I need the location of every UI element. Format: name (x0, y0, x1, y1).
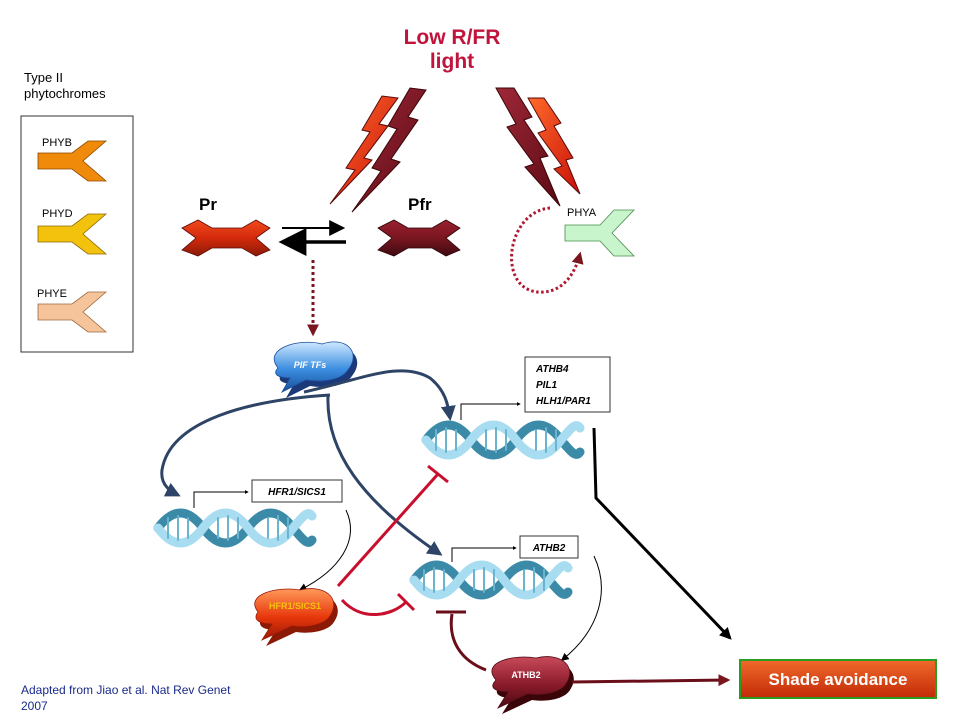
gene-pil1: PIL1 (536, 380, 558, 391)
hfr1-expression-arrow (298, 509, 351, 591)
athb2-promoter-arrow (451, 546, 517, 562)
athb2-bubble (491, 656, 574, 714)
title-line-1: Low R/FR (404, 26, 501, 49)
hfr1-sics1-bubble (254, 588, 338, 646)
inhibition-bar (396, 592, 416, 612)
phyd-receptor-icon (37, 213, 108, 255)
hfr1-sics1-bubble-label: HFR1/SICS1 (269, 601, 321, 611)
athb2-to-shade-arrow (571, 674, 731, 687)
phyb-receptor-icon (37, 140, 108, 182)
athb2-bubble-label: ATHB2 (511, 670, 540, 680)
pr-receptor-icon (181, 219, 271, 257)
title-line-2: light (430, 50, 474, 73)
phye-label: PHYE (37, 288, 67, 300)
hfr1-gene-box (251, 479, 343, 503)
phya-label: PHYA (567, 207, 597, 219)
light-bolt-icon (329, 87, 581, 213)
pif-to-hfr1-arrow (160, 393, 331, 497)
phya-receptor-icon (564, 209, 635, 257)
citation-line-2: 2007 (21, 699, 48, 713)
top-genes-box (524, 356, 611, 413)
pif-to-top-genes-arrow (303, 369, 456, 421)
shade-avoidance-label: Shade avoidance (769, 670, 908, 689)
athb2-autorepression (449, 613, 487, 672)
hfr1-promoter-arrow (193, 490, 249, 508)
pr-label: Pr (199, 195, 217, 214)
top-genes-to-shade-arrow (592, 427, 732, 640)
type-ii-box (20, 115, 134, 353)
athb2-gene-box (519, 535, 579, 559)
pfr-label: Pfr (408, 195, 432, 214)
phye-receptor-icon (37, 291, 108, 333)
dna-helix-icon (409, 560, 573, 600)
dna-helix-icon (153, 508, 317, 548)
inhibition-bar (427, 464, 449, 484)
athb2-expression-arrow (560, 555, 602, 661)
pif-tfs-label: PIF TFs (294, 360, 327, 370)
dna-helix-icon (421, 420, 585, 460)
gene-athb2: ATHB2 (532, 543, 566, 554)
gene-hfr1-sics1: HFR1/SICS1 (268, 487, 326, 498)
phya-cycle-arrow (510, 206, 584, 294)
type-ii-label-1: Type II (24, 70, 63, 85)
hfr1-inhibits-athb2 (340, 598, 408, 616)
pif-to-athb2-arrow (326, 395, 443, 556)
shade-avoidance-box (739, 659, 937, 699)
phyb-label: PHYB (42, 137, 72, 149)
hfr1-inhibits-top-genes (336, 473, 440, 587)
type-ii-label-2: phytochromes (24, 86, 106, 101)
gene-hlh1-par1: HLH1/PAR1 (536, 396, 591, 407)
pfr-receptor-icon (377, 219, 461, 257)
top-promoter-arrow (460, 402, 521, 420)
gene-athb4: ATHB4 (535, 364, 569, 375)
pif-tfs-bubble (273, 341, 358, 398)
citation-line-1: Adapted from Jiao et al. Nat Rev Genet (21, 683, 231, 697)
phyd-label: PHYD (42, 208, 73, 220)
